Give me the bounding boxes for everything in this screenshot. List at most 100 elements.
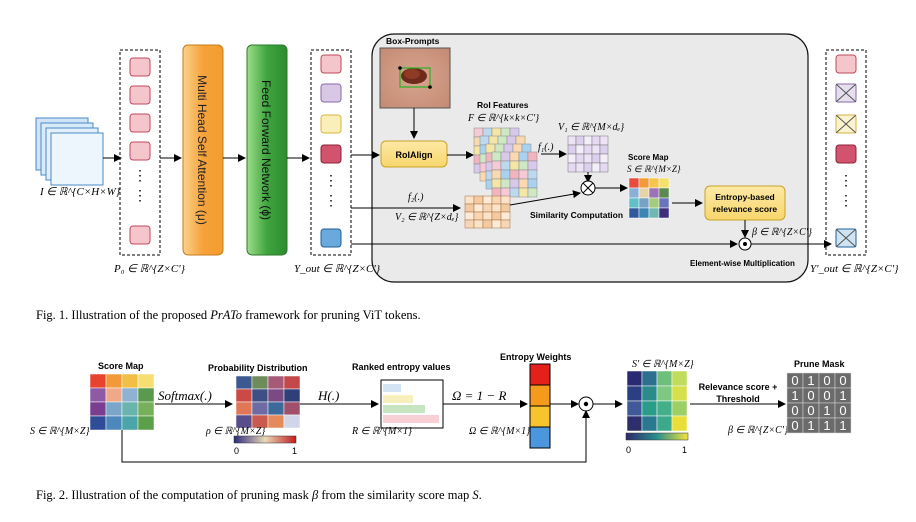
figure-1: I ∈ ℝ^{C×H×W} ⋮ ⋮ P₀ ∈ ℝ^{Z×C'} Multi He… [35, 33, 899, 283]
caption-1-prefix: Fig. 1. Illustration of the proposed [36, 308, 211, 322]
grid-cell [626, 400, 643, 417]
grid-cell [105, 387, 123, 403]
ranked-label: Ranked entropy values [352, 362, 451, 372]
prune-mask-value: 1 [807, 373, 814, 388]
ffn-label: Feed Forward Network (ϕ) [259, 80, 273, 220]
roi-features-math: F ∈ ℝ^{k×k×C'} [467, 113, 539, 124]
grid-cell [648, 177, 660, 189]
input-math: I ∈ ℝ^{C×H×W} [39, 186, 121, 198]
prune-mask-value: 0 [839, 373, 846, 388]
roi-feature-cell [482, 127, 493, 138]
prune-mask-value: 0 [807, 388, 814, 403]
grid-cell [641, 385, 658, 402]
roi-feature-cell [500, 187, 511, 198]
caption-1: Fig. 1. Illustration of the proposed PrA… [36, 308, 421, 323]
grid-cell [137, 401, 155, 417]
v1-math: V₁ ∈ ℝ^{M×dₑ} [558, 122, 624, 133]
grid-cell [500, 211, 511, 221]
roi-feature-cell [485, 143, 496, 154]
p0-token-column [119, 49, 161, 256]
grid-cell [628, 177, 640, 189]
yout-tokens: ⋮ ⋮ [320, 54, 342, 248]
prune-label: Prune Mask [794, 359, 846, 369]
caption-2: Fig. 2. Illustration of the computation … [36, 488, 482, 503]
grid-cell [658, 187, 670, 199]
grid-cell [599, 153, 609, 164]
grid-cell [251, 401, 269, 416]
grid-cell [491, 211, 502, 221]
grid-cell [638, 207, 650, 219]
roi-feature-cell [527, 160, 538, 171]
caption-1-suffix: framework for pruning ViT tokens. [242, 308, 421, 322]
roi-feature-cell [512, 143, 523, 154]
svg-text:⋮: ⋮ [133, 187, 147, 203]
grid-cell [121, 415, 139, 431]
grid-cell [567, 162, 577, 173]
grid-cell [641, 370, 658, 387]
similarity-operator [580, 180, 596, 196]
grid-cell [473, 219, 484, 229]
r-math: R ∈ ℝ^{M×1} [351, 426, 412, 437]
roialign-box [380, 140, 448, 168]
elementwise-label: Element-wise Multiplication [690, 259, 795, 268]
grid-cell [583, 153, 593, 164]
grid-cell [482, 211, 493, 221]
grid-cell [89, 415, 107, 431]
caption-2-prefix: Fig. 2. Illustration of the computation … [36, 488, 313, 502]
roi-feature-cell [503, 143, 514, 154]
grid-cell [638, 187, 650, 199]
entropy-label-line1: Entropy-based [715, 192, 775, 202]
yout-prime-tokens: ⋮ ⋮ [835, 54, 857, 248]
svg-text:⋮: ⋮ [839, 192, 853, 208]
prob-label: Probability Distribution [208, 363, 308, 373]
grid-cell [626, 370, 643, 387]
p0-math: P₀ ∈ ℝ^{Z×C'} [113, 263, 186, 275]
roi-feature-cell [488, 135, 499, 146]
grid-cell [105, 415, 123, 431]
grid-cell [89, 401, 107, 417]
grid-cell [500, 219, 511, 229]
softmax-label: Softmax(.) [158, 388, 212, 403]
roi-feature-cell [506, 135, 517, 146]
grid-cell [500, 195, 511, 205]
caption-2-suffix: . [478, 488, 482, 502]
ffn-block [246, 44, 288, 256]
ranked-entropy-bars [380, 379, 444, 429]
grid-cell [641, 400, 658, 417]
grid-cell [251, 388, 269, 403]
f2-label: f₂(.) [408, 192, 424, 203]
grid-cell [464, 211, 475, 221]
entropy-label-line2: relevance score [713, 204, 778, 214]
figure-2: Score Map S ∈ ℝ^{M×Z} Softmax(.) Probabi… [0, 340, 916, 480]
prune-mask-value: 0 [791, 403, 798, 418]
roi-feature-cell [518, 151, 529, 162]
grid-cell [638, 177, 650, 189]
roi-feature-cell [473, 127, 484, 138]
grid-cell [656, 400, 673, 417]
v1-grid [567, 135, 609, 173]
roi-feature-cell [491, 160, 502, 171]
colorbar-prob-max: 1 [292, 446, 297, 456]
grid-cell [671, 415, 688, 432]
prune-mask-cell [834, 417, 852, 434]
roi-feature-cell [500, 169, 511, 180]
roi-feature-cell [491, 127, 502, 138]
roi-feature-cell [509, 151, 520, 162]
grid-cell [656, 370, 673, 387]
svg-text:⋮: ⋮ [133, 167, 147, 183]
yout-math: Y_out ∈ ℝ^{Z×C'} [294, 263, 381, 275]
beta-math-1: β ∈ ℝ^{Z×C'} [751, 227, 812, 238]
grid-cell [491, 195, 502, 205]
grid-cell [628, 197, 640, 209]
grid-cell [89, 387, 107, 403]
omega-label: Ω = 1 − R [452, 388, 506, 403]
grid-cell [575, 162, 585, 173]
grid-cell [267, 388, 285, 403]
grid-cell [235, 401, 253, 416]
caption-1-name: PrATo [210, 308, 243, 322]
prune-mask-value: 0 [823, 373, 830, 388]
grid-cell [638, 197, 650, 209]
similarity-label: Similarity Computation [530, 210, 623, 220]
score-map-label-2: Score Map [98, 361, 144, 371]
